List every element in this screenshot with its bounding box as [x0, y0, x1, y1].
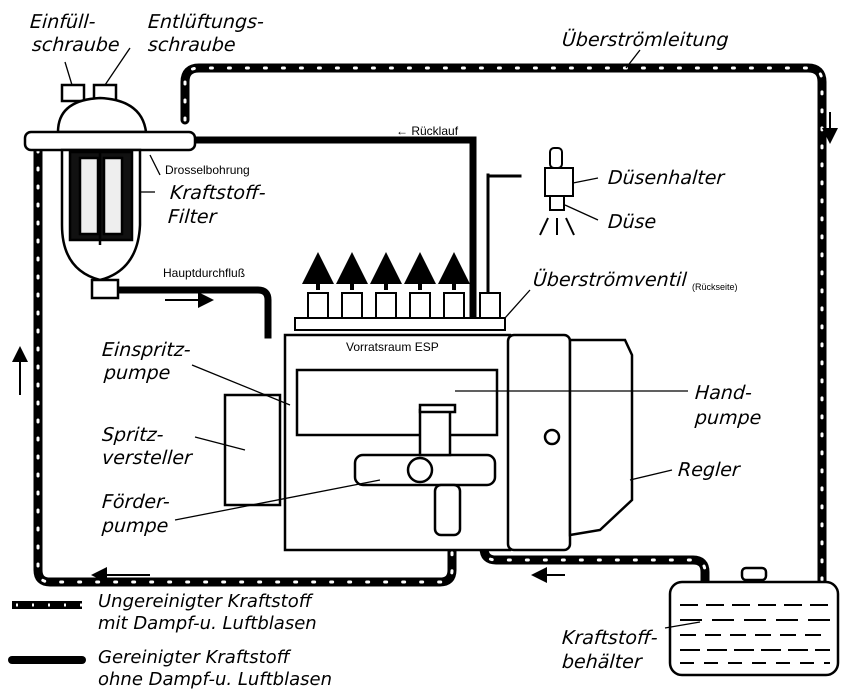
injection-pump: [223, 333, 634, 552]
fuel-tank: [668, 566, 840, 677]
label-filter-line2: Filter: [167, 206, 218, 228]
label-entlueftung-line2: schraube: [147, 34, 237, 56]
label-ruecklauf: ← Rücklauf: [396, 124, 459, 138]
label-einspritzpumpe-line1: Einspritz-: [101, 339, 192, 361]
legend-clean-line1: Gereinigter Kraftstoff: [98, 647, 290, 668]
label-spritzversteller-line1: Spritz-: [101, 424, 165, 446]
delivery-valves: [294, 292, 506, 331]
legend-clean-line2: ohne Dampf-u. Luftblasen: [98, 669, 332, 690]
label-hauptdurchfluss: Hauptdurchfluß: [163, 266, 246, 280]
legend-unclean-line2: mit Dampf-u. Luftblasen: [98, 613, 317, 634]
label-ueberstroemventil: Überströmventil: [532, 269, 688, 291]
legend-unclean-line1: Ungereinigter Kraftstoff: [98, 591, 312, 612]
label-tank-line2: behälter: [561, 651, 643, 673]
label-rueckseite: (Rückseite): [692, 282, 738, 292]
label-einfuell-line2: schraube: [31, 34, 121, 56]
label-regler: Regler: [677, 459, 741, 481]
label-handpumpe-line1: Hand-: [694, 382, 753, 404]
fuel-filter: [23, 83, 197, 300]
label-tank-line1: Kraftstoff-: [561, 627, 659, 649]
label-vorratsraum: Vorratsraum ESP: [346, 340, 439, 354]
label-foerderpumpe-line1: Förder-: [101, 491, 171, 513]
unclean-fuel-pipes: [33, 63, 827, 645]
label-einspritzpumpe-line2: pumpe: [103, 362, 172, 384]
label-filter-line1: Kraftstoff-: [169, 182, 267, 204]
label-handpumpe-line2: pumpe: [694, 407, 763, 429]
leader-lines: [64, 47, 701, 629]
label-ueberstroemleitung: Überströmleitung: [561, 29, 730, 51]
clean-fuel-pipes: [116, 136, 522, 339]
label-duesenhalter: Düsenhalter: [607, 167, 726, 189]
label-einfuell-line1: Einfüll-: [29, 11, 97, 33]
label-spritzversteller-line2: versteller: [101, 447, 193, 469]
label-duese: Düse: [607, 211, 658, 233]
label-drosselbohrung: Drosselbohrung: [165, 163, 250, 177]
label-entlueftung-line1: Entlüftungs-: [147, 11, 265, 33]
label-foerderpumpe-line2: pumpe: [101, 515, 170, 537]
injection-outlet-arrows: [302, 252, 470, 290]
nozzle-holder: [539, 147, 575, 236]
